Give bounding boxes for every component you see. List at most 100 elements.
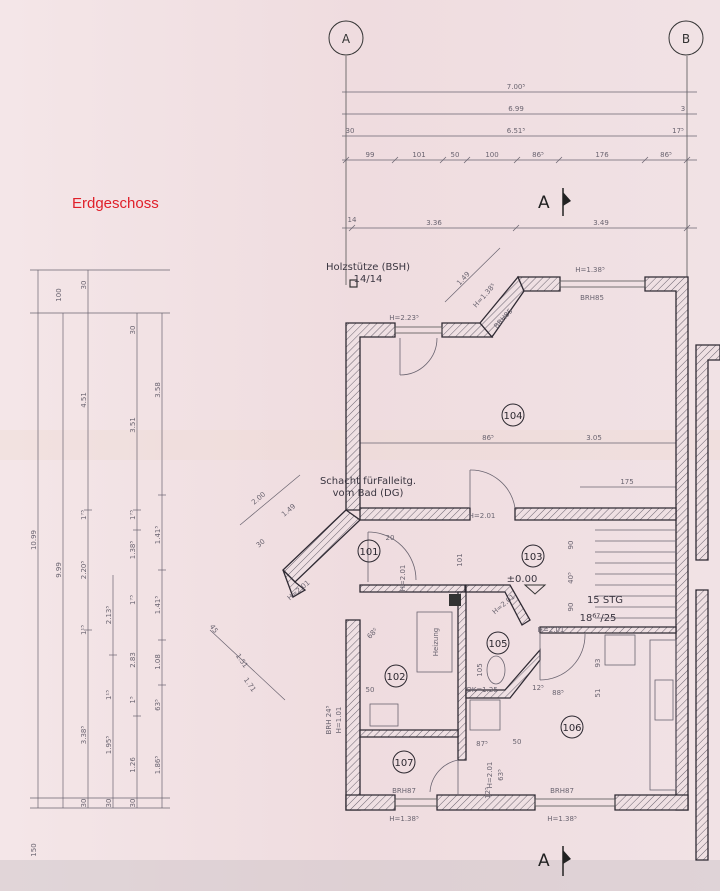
dimension-tick	[683, 156, 691, 164]
room-tag: 107	[392, 750, 416, 774]
annotation-left-dimensions-bottom: 150	[30, 843, 38, 856]
annotation-openings-door-107: H=2.01	[486, 762, 494, 789]
room-number: 106	[562, 723, 581, 734]
wall	[465, 584, 531, 626]
wall	[614, 794, 689, 811]
axis-marker-b: B	[668, 20, 704, 56]
window	[394, 326, 443, 334]
svg-text:A: A	[538, 851, 550, 871]
wash-basin	[369, 703, 399, 727]
annotation-left-dimensions-col4-3: 30	[105, 799, 113, 808]
drawing-title: Erdgeschoss	[72, 195, 159, 212]
shower-tray	[469, 699, 501, 731]
annotation-notes-stairs-0: 15 STG	[587, 595, 623, 606]
annotation-openings-door-103-104: H=2.01	[469, 512, 496, 520]
annotation-openings-window-102-h: H=1.01	[335, 707, 343, 734]
wall	[359, 507, 471, 521]
dimension-line	[209, 629, 286, 701]
room-number: 105	[488, 639, 507, 650]
room-number: 104	[503, 411, 522, 422]
annotation-top-dimensions-segments-5: 176	[595, 151, 609, 159]
annotation-left-dimensions-col6-2: 1.41⁵	[154, 596, 162, 615]
dimension-line	[239, 474, 301, 526]
window	[394, 798, 438, 807]
wall	[695, 589, 709, 861]
annotation-left-dimensions-col5-8: 30	[129, 799, 137, 808]
annotation-left-dimensions-col5-1: 3.51	[129, 417, 137, 433]
annotation-inner-dimensions-diag-c: 45	[208, 623, 220, 635]
annotation-left-dimensions-col5-2: 1⁷⁵	[129, 510, 137, 520]
annotation-openings-wc-sill: OK=1.25	[466, 686, 498, 694]
annotation-inner-dimensions-d106-c: 87⁵	[476, 740, 488, 748]
annotation-left-dimensions-col6-0: 3.58	[154, 382, 162, 398]
door-swing	[367, 531, 417, 581]
room-tag: 102	[384, 664, 408, 688]
annotation-inner-dimensions-d103-d: 90	[567, 603, 575, 612]
chimney	[449, 594, 461, 606]
annotation-openings-window-106: H=1.38⁵	[547, 815, 577, 823]
timber-column	[349, 279, 358, 288]
annotation-top-dimensions-split-0: 3.36	[426, 219, 442, 227]
room-tag: 101	[357, 539, 381, 563]
annotation-left-dimensions-col6-1: 1.41⁵	[154, 526, 162, 545]
annotation-notes-stairs-1: 18⁶⁷/25	[580, 613, 617, 624]
wall	[457, 591, 467, 761]
annotation-left-dimensions-col5-0: 30	[129, 326, 137, 335]
door-swing	[469, 469, 516, 509]
annotation-inner-dimensions-d101-c: 30	[255, 538, 267, 550]
kitchen-counter	[649, 639, 677, 791]
annotation-top-dimensions-segments-4: 86⁵	[532, 151, 544, 159]
annotation-left-dimensions-col2-0: 100	[55, 288, 63, 301]
dimension-tick	[555, 156, 563, 164]
annotation-openings-door-104: H=2.23⁵	[389, 314, 419, 322]
heating-unit	[416, 611, 453, 673]
door-swing	[399, 337, 438, 376]
annotation-left-dimensions-col3-4: 1¹⁵	[80, 625, 88, 635]
annotation-openings-door-106: H=2.01	[538, 626, 565, 634]
annotation-left-dimensions-col6-5: 1.86⁵	[154, 756, 162, 775]
toilet	[486, 655, 506, 685]
window	[534, 798, 616, 807]
wall	[539, 626, 677, 634]
dimension-lines	[30, 91, 697, 809]
annotation-inner-dimensions-d106-d: 50	[513, 738, 522, 746]
wall	[345, 619, 361, 811]
stove	[604, 634, 636, 666]
annotation-left-dimensions-col3-2: 1⁷⁵	[80, 510, 88, 520]
wall	[359, 729, 459, 738]
room-number: 103	[523, 552, 542, 563]
axis-marker-a: A	[328, 20, 364, 56]
annotation-top-dimensions-segments-0: 99	[366, 151, 375, 159]
annotation-top-dimensions-segments-1: 101	[412, 151, 425, 159]
annotation-inner-dimensions-d102-a: 50	[366, 686, 375, 694]
annotation-top-dimensions-split-left: 14	[348, 216, 357, 224]
annotation-left-dimensions-col5-5: 2.83	[129, 652, 137, 668]
annotation-inner-dimensions-d106-f: 51	[594, 689, 602, 698]
door-swing	[429, 759, 459, 793]
wall	[282, 569, 307, 598]
annotation-openings-window-107-sill: BRH87	[392, 787, 416, 795]
room-tag: 104	[501, 403, 525, 427]
room-tag: 103	[521, 544, 545, 568]
section-marker-top: A	[538, 188, 571, 216]
annotation-left-dimensions-col5-3: 1.38⁵	[129, 541, 137, 560]
annotation-left-dimensions-col3-0: 30	[80, 281, 88, 290]
annotation-notes-column-0: Holzstütze (BSH)	[326, 262, 410, 273]
annotation-inner-dimensions-d103-c: 40⁵	[567, 572, 575, 584]
annotation-inner-dimensions-d106-a: 88⁵	[552, 689, 564, 697]
dimension-tick	[683, 224, 691, 232]
annotation-top-dimensions-segments-2: 50	[451, 151, 460, 159]
window	[559, 280, 646, 288]
annotation-openings-door-102: H=2.01	[399, 565, 407, 592]
annotation-left-dimensions-col5-6: 1⁵	[129, 696, 137, 703]
annotation-left-dimensions-col6-3: 1.08	[154, 654, 162, 670]
annotation-inner-dimensions-d103-a: 101	[456, 553, 464, 566]
annotation-inner-dimensions-d103-b: 90	[567, 541, 575, 550]
wall	[345, 794, 396, 811]
walls	[282, 275, 720, 861]
wall	[517, 276, 561, 292]
annotation-top-dimensions-inner-right: 3	[681, 105, 685, 113]
svg-text:B: B	[682, 32, 690, 46]
door-swing	[539, 633, 586, 681]
annotation-top-dimensions-inner: 6.99	[508, 105, 524, 113]
